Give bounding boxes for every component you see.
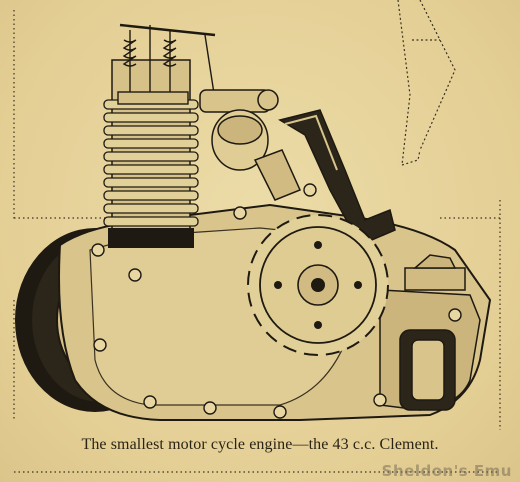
cylinder [103,59,199,248]
watermark: Sheldon's Emu [381,462,512,480]
carburettor [199,89,302,201]
valve-gear [117,23,216,105]
magneto [399,254,466,411]
bolts [91,183,462,419]
hanging-frame [397,0,456,166]
exhaust-pipe [278,109,396,246]
caption: The smallest motor cycle engine—the 43 c… [81,436,439,453]
dotted-border [13,10,501,473]
sprocket [247,214,389,356]
